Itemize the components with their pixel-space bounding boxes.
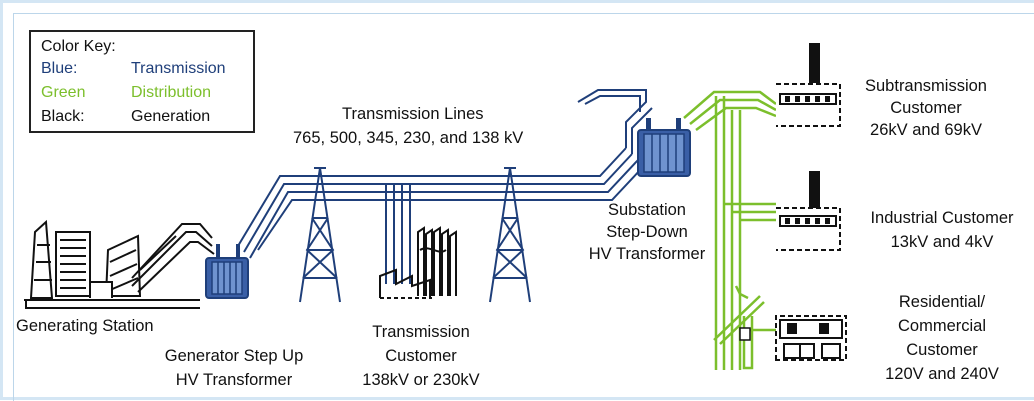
residential-label-2: Commercial [897, 317, 986, 335]
color-key-title: Color Key: [41, 38, 116, 55]
residential-label-4: 120V and 240V [885, 365, 999, 383]
substation-label-1: Substation [608, 201, 686, 219]
utility-pole-icon [739, 327, 751, 341]
distribution-lines [683, 90, 777, 370]
transmission-customer-factory-icon [379, 226, 457, 299]
color-key-color-word: Green [41, 84, 86, 101]
color-key-row-green: Green Distribution [41, 82, 255, 104]
transmission-lines-voltages: 765, 500, 345, 230, and 138 kV [293, 129, 524, 147]
transmission-customer-label-1: Transmission [372, 323, 470, 341]
color-key-meaning: Transmission [131, 60, 226, 77]
subtransmission-label-3: 26kV and 69kV [870, 121, 982, 139]
color-key-row-black: Black: Generation [41, 106, 255, 128]
generating-station-label: Generating Station [16, 317, 154, 335]
substation-label-3: HV Transformer [588, 245, 706, 263]
transmission-lines-title: Transmission Lines [342, 105, 484, 123]
transmission-customer-label-2: Customer [385, 347, 457, 365]
generator-step-up-label-2: HV Transformer [175, 371, 293, 389]
transmission-tower-icon [299, 167, 341, 303]
generator-step-up-transformer-icon [205, 244, 249, 299]
industrial-customer-label-1: Industrial Customer [870, 209, 1014, 227]
residential-label-1: Residential/ [898, 293, 986, 311]
color-key-meaning: Distribution [131, 84, 212, 101]
transmission-customer-label-3: 138kV or 230kV [362, 371, 480, 389]
subtransmission-label-1: Subtransmission [865, 77, 987, 95]
generation-lines [131, 223, 215, 293]
generator-step-up-label-1: Generator Step Up [164, 347, 304, 365]
generating-station-icon [24, 219, 200, 309]
residential-label-3: Customer [906, 341, 978, 359]
substation-transformer-icon [637, 118, 691, 177]
subtransmission-customer-building-icon [776, 43, 841, 127]
color-key: Color Key: Blue: Transmission Green Dist… [29, 30, 255, 133]
window-dots [785, 96, 830, 102]
color-key-color-word: Black: [41, 108, 85, 125]
transmission-lines [237, 89, 653, 284]
subtransmission-label-2: Customer [890, 99, 962, 117]
color-key-row-blue: Blue: Transmission [41, 58, 255, 80]
color-key-meaning: Generation [131, 108, 211, 125]
residential-building-icon [775, 315, 847, 361]
color-key-color-word: Blue: [41, 60, 78, 77]
transmission-tower-icon [489, 167, 531, 303]
industrial-customer-label-2: 13kV and 4kV [890, 233, 994, 251]
window-dots [785, 218, 830, 224]
industrial-customer-building-icon [776, 171, 841, 251]
substation-label-2: Step-Down [606, 223, 688, 241]
